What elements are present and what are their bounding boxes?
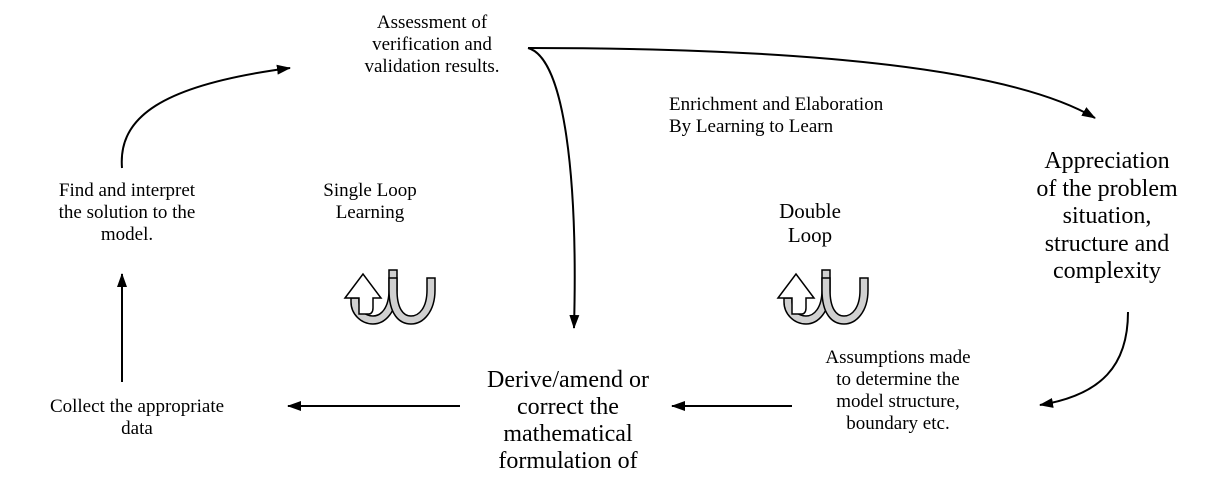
node-line: model structure, [836, 390, 960, 412]
node-line: By Learning to Learn [669, 115, 834, 137]
node-enrichment: Enrichment and Elaboration By Learning t… [669, 94, 883, 138]
node-line: of the problem [1036, 175, 1178, 202]
node-line: Collect the appropriate [49, 396, 225, 417]
node-line: correct the [517, 393, 619, 420]
node-find: Find and interpret the solution to the m… [22, 180, 232, 246]
node-line: the solution to the [58, 201, 196, 223]
node-line: data [121, 417, 153, 439]
node-appreciation: Appreciation of the problem situation, s… [1012, 148, 1202, 286]
node-line: to determine the [836, 368, 960, 390]
node-line: Double [779, 199, 841, 223]
node-line: mathematical [503, 420, 633, 447]
node-line: Enrichment and Elaboration [669, 94, 884, 115]
arrow-find-to-assessment [120, 64, 291, 169]
node-line: situation, [1062, 203, 1152, 230]
node-derive: Derive/amend or correct the mathematical… [462, 367, 674, 475]
arrow-assessment-to-derive [527, 47, 580, 329]
node-assumptions: Assumptions made to determine the model … [788, 347, 1008, 434]
arrow-assessment-to-appreciation [527, 47, 1096, 119]
node-line: formulation of [498, 447, 638, 474]
node-line: Learning [335, 201, 405, 223]
node-line: verification and [372, 33, 492, 55]
node-line: Assumptions made [825, 347, 971, 368]
node-assessment: Assessment of verification and validatio… [322, 12, 542, 78]
node-line: complexity [1053, 258, 1161, 285]
node-line: Loop [787, 223, 833, 248]
u-turn-arrow-icon [776, 269, 869, 325]
node-line: boundary etc. [846, 412, 950, 434]
node-collect: Collect the appropriate data [2, 396, 272, 440]
node-line: Find and interpret [58, 180, 196, 201]
node-line: Single Loop [323, 180, 417, 201]
node-line: structure and [1044, 230, 1170, 257]
node-line: Assessment of [376, 12, 488, 33]
node-line: Appreciation [1044, 148, 1170, 174]
node-line: Derive/amend or [487, 367, 649, 393]
single-loop-label: Single Loop Learning [300, 180, 440, 224]
arrow-appreciation-to-assumptions [1039, 311, 1129, 408]
node-line: model. [100, 223, 154, 245]
u-turn-arrow-icon [343, 269, 436, 325]
double-loop-label: Double Loop [760, 199, 860, 251]
node-line: validation results. [364, 55, 500, 77]
